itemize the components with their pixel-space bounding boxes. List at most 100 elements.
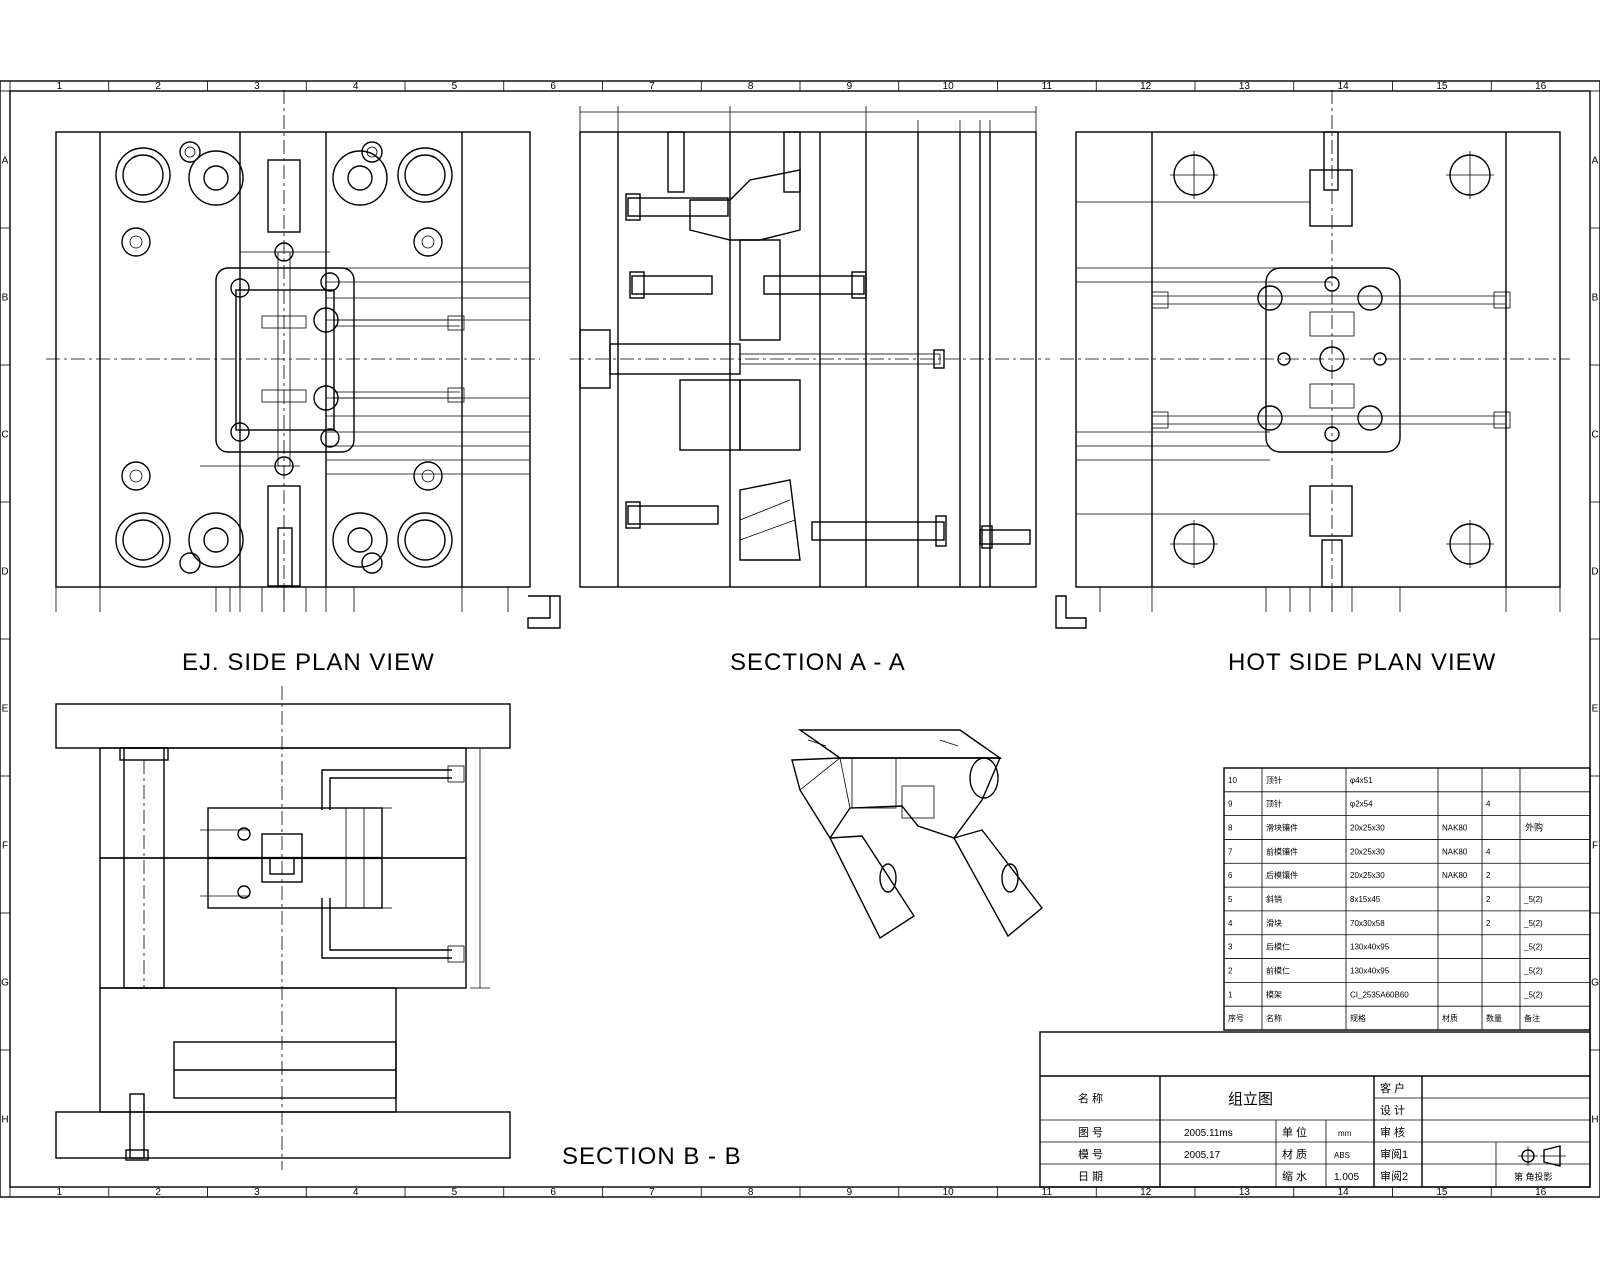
guide-pin-bl [115,512,171,568]
bom-cell: 顶针 [1266,799,1282,809]
zone-column-label: 3 [254,1187,260,1198]
zone-column-label: 12 [1140,1187,1152,1198]
zone-column-label: 13 [1239,1187,1251,1198]
zone-column-label: 7 [649,81,655,92]
socket-bolt [667,131,801,193]
dimension-ticks [1099,587,1561,612]
bom-cell: 130x40x95 [1350,966,1390,975]
zone-column-label: 9 [847,1187,853,1198]
guide-pin-tr [397,147,453,203]
zone-row-label: D [1,567,8,578]
unit-value: mm [1338,1129,1352,1138]
bom-cell: 材质 [1442,1013,1458,1023]
zone-row-label: G [1,978,9,989]
zone-column-label: 2 [155,81,161,92]
zone-column-label: 1 [57,81,63,92]
screw [361,141,383,163]
drawing-no-value: 2005.11ms [1184,1128,1233,1139]
bom-cell: 斜销 [1266,894,1282,904]
shrink-label: 缩 水 [1282,1170,1307,1183]
isometric-part [791,729,1043,940]
guide-pin-hole [1446,520,1494,568]
title-block [1039,1031,1591,1188]
zone-column-label: 10 [943,1187,955,1198]
bom-cell: NAK80 [1442,871,1468,880]
screw [179,552,383,574]
bom-cell: 后模镶件 [1266,870,1298,880]
zone-column-label: 14 [1338,81,1350,92]
bom-cell: 备注 [1524,1013,1540,1023]
bom-cell: 4 [1486,847,1491,856]
bom-cell: 数量 [1486,1013,1502,1023]
projection-caption: 第 角投影 [1514,1171,1553,1182]
title-block-text: 名 称 组立图 客 户 设 计 图 号 2005.11ms 单 位 mm 审 核… [1078,1081,1566,1183]
section-bb-title: SECTION B - B [562,1143,742,1170]
bom-cell: 130x40x95 [1350,943,1390,952]
zone-column-label: 4 [353,1187,359,1198]
ej-side-plan-view [46,90,561,629]
date-label: 日 期 [1078,1170,1103,1183]
guide-pin-hole [1170,520,1218,568]
part-no-value: 2005.17 [1184,1150,1221,1161]
bom-cell: 20x25x30 [1350,824,1385,833]
zone-row-label: B [2,293,9,304]
zone-column-label: 15 [1436,1187,1448,1198]
zone-row-label: H [1591,1115,1598,1126]
zone-row-label: A [1592,156,1599,167]
zone-column-label: 12 [1140,81,1152,92]
design-label: 设 计 [1380,1104,1405,1117]
screw [413,227,443,257]
bom-cell: φ2x54 [1350,800,1373,809]
zone-column-label: 15 [1436,81,1448,92]
bom-cell: 顶针 [1266,775,1282,785]
leader-lines [200,251,530,475]
zone-row-label: A [2,156,9,167]
bom-cell: 后模仁 [1266,942,1290,952]
zone-column-label: 8 [748,1187,754,1198]
guide-pin-hole [1446,151,1494,199]
zone-grid: 1122334455667788991010111112121313141415… [0,81,1600,1198]
approve1-label: 审阅1 [1380,1147,1408,1161]
zone-row-label: D [1591,567,1598,578]
bom-cell: _5(2) [1523,919,1543,928]
bom-cell: 滑块 [1266,918,1282,928]
name-value: 组立图 [1228,1091,1273,1108]
screw [121,461,151,491]
screw [121,227,151,257]
section-a-a [570,106,1050,588]
zone-row-label: E [2,704,9,715]
section-aa-title: SECTION A - A [730,649,906,676]
zone-column-label: 5 [452,81,458,92]
zone-column-label: 7 [649,1187,655,1198]
ej-side-view-title: EJ. SIDE PLAN VIEW [182,649,435,676]
bom-cell: 1 [1228,990,1233,999]
leader-lines [1076,201,1332,515]
bom-cell: 20x25x30 [1350,871,1385,880]
part-no-label: 模 号 [1078,1148,1103,1161]
zone-column-label: 9 [847,81,853,92]
projection-symbol-icon [1518,1145,1566,1167]
bom-cell: 20x25x30 [1350,847,1385,856]
zone-column-label: 16 [1535,1187,1547,1198]
return-pin [332,150,388,206]
socket-bolt [625,193,729,221]
guide-pin-tl [115,147,171,203]
return-pin [188,150,244,206]
socket-bolt [625,501,719,529]
bom-cell: 2 [1228,966,1233,975]
bom-cell: _5(2) [1523,966,1543,975]
bom-cell: 5 [1228,895,1233,904]
zone-row-label: H [1,1115,8,1126]
zone-row-label: F [1592,841,1598,852]
bom-merged-note: 外购 [1525,822,1543,833]
zone-row-label: C [1,430,8,441]
bom-cell: 前模仁 [1266,965,1290,975]
bom-cell: _5(2) [1523,990,1543,999]
review-label: 审 核 [1380,1125,1405,1139]
bom-cell: 滑块镶件 [1266,823,1298,833]
zone-column-label: 8 [748,81,754,92]
zone-row-label: E [1592,704,1599,715]
bom-cell: 8 [1228,824,1233,833]
material-value: ABS [1334,1151,1350,1160]
